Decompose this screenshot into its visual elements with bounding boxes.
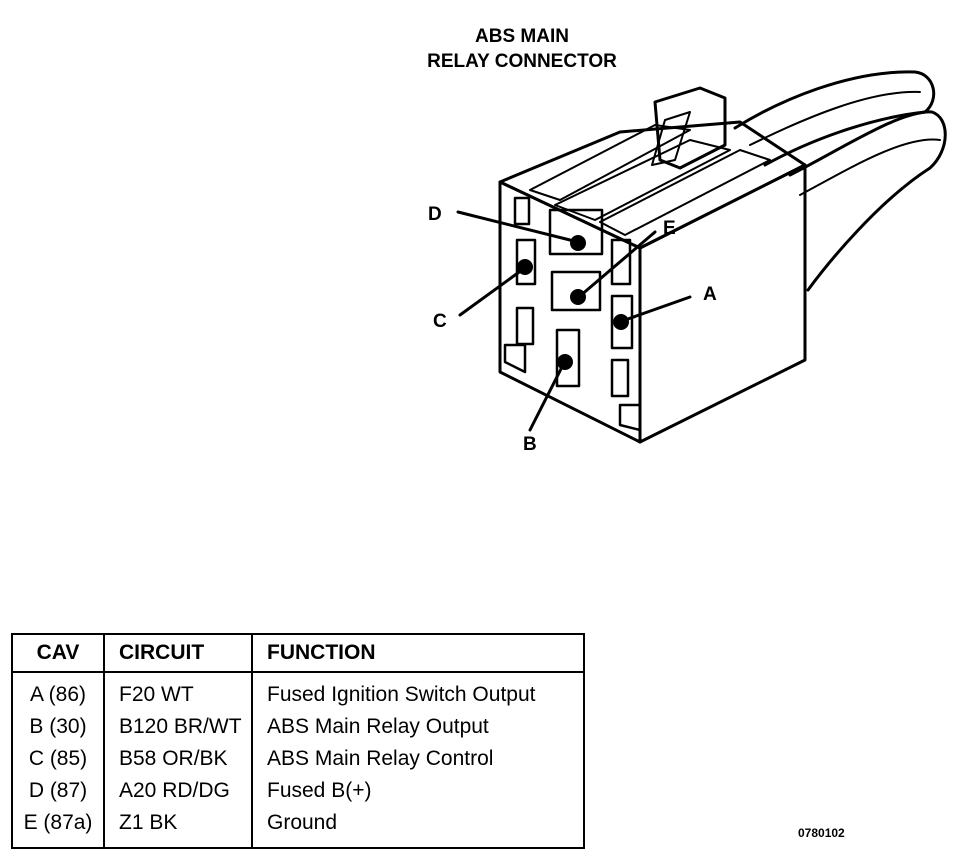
- cell-function: Fused B(+): [251, 775, 585, 807]
- wire-lower: [788, 110, 947, 292]
- cell-function: ABS Main Relay Control: [251, 743, 585, 775]
- relay-connector-drawing: D E C A B: [428, 70, 947, 455]
- cell-circuit: Z1 BK: [103, 807, 253, 849]
- table-row: E (87a) Z1 BK Ground: [11, 807, 585, 849]
- table-row: B (30) B120 BR/WT ABS Main Relay Output: [11, 711, 585, 743]
- table-row: D (87) A20 RD/DG Fused B(+): [11, 775, 585, 807]
- header-circuit: CIRCUIT: [103, 633, 253, 673]
- cavity-table: CAV CIRCUIT FUNCTION A (86) F20 WT Fused…: [11, 633, 585, 849]
- cell-cav: E (87a): [11, 807, 105, 849]
- leader-e: [578, 230, 657, 298]
- cell-circuit: A20 RD/DG: [103, 775, 253, 807]
- table-row: A (86) F20 WT Fused Ignition Switch Outp…: [11, 672, 585, 711]
- table-row: C (85) B58 OR/BK ABS Main Relay Control: [11, 743, 585, 775]
- cell-cav: D (87): [11, 775, 105, 807]
- cell-function: ABS Main Relay Output: [251, 711, 585, 743]
- cell-function: Fused Ignition Switch Output: [251, 672, 585, 711]
- pin-d-dot: [570, 235, 586, 251]
- wire-upper: [733, 70, 936, 167]
- cell-function: Ground: [251, 807, 585, 849]
- figure-code: 0780102: [798, 826, 845, 840]
- leader-d: [456, 210, 572, 242]
- header-function: FUNCTION: [251, 633, 585, 673]
- cell-circuit: B58 OR/BK: [103, 743, 253, 775]
- connector-side-face: [638, 163, 807, 444]
- cell-circuit: F20 WT: [103, 672, 253, 711]
- cell-cav: A (86): [11, 672, 105, 711]
- latch: [653, 86, 727, 170]
- connector-front-face: [498, 180, 642, 444]
- cell-cav: B (30): [11, 711, 105, 743]
- title-line-1: ABS MAIN: [475, 26, 569, 47]
- pin-label-b: B: [523, 434, 537, 455]
- pin-a-dot: [613, 314, 629, 330]
- table-header-row: CAV CIRCUIT FUNCTION: [11, 633, 585, 673]
- pin-label-c: C: [433, 311, 447, 332]
- title-line-2: RELAY CONNECTOR: [427, 51, 617, 72]
- pin-label-a: A: [703, 284, 717, 305]
- pin-b-dot: [557, 354, 573, 370]
- pin-label-d: D: [428, 204, 442, 225]
- cell-circuit: B120 BR/WT: [103, 711, 253, 743]
- leader-c: [458, 268, 524, 317]
- leader-a: [623, 295, 692, 322]
- header-cav: CAV: [11, 633, 105, 673]
- cell-cav: C (85): [11, 743, 105, 775]
- leader-b: [528, 363, 565, 432]
- pin-label-e: E: [663, 218, 676, 239]
- diagram-title: ABS MAIN RELAY CONNECTOR: [380, 24, 664, 74]
